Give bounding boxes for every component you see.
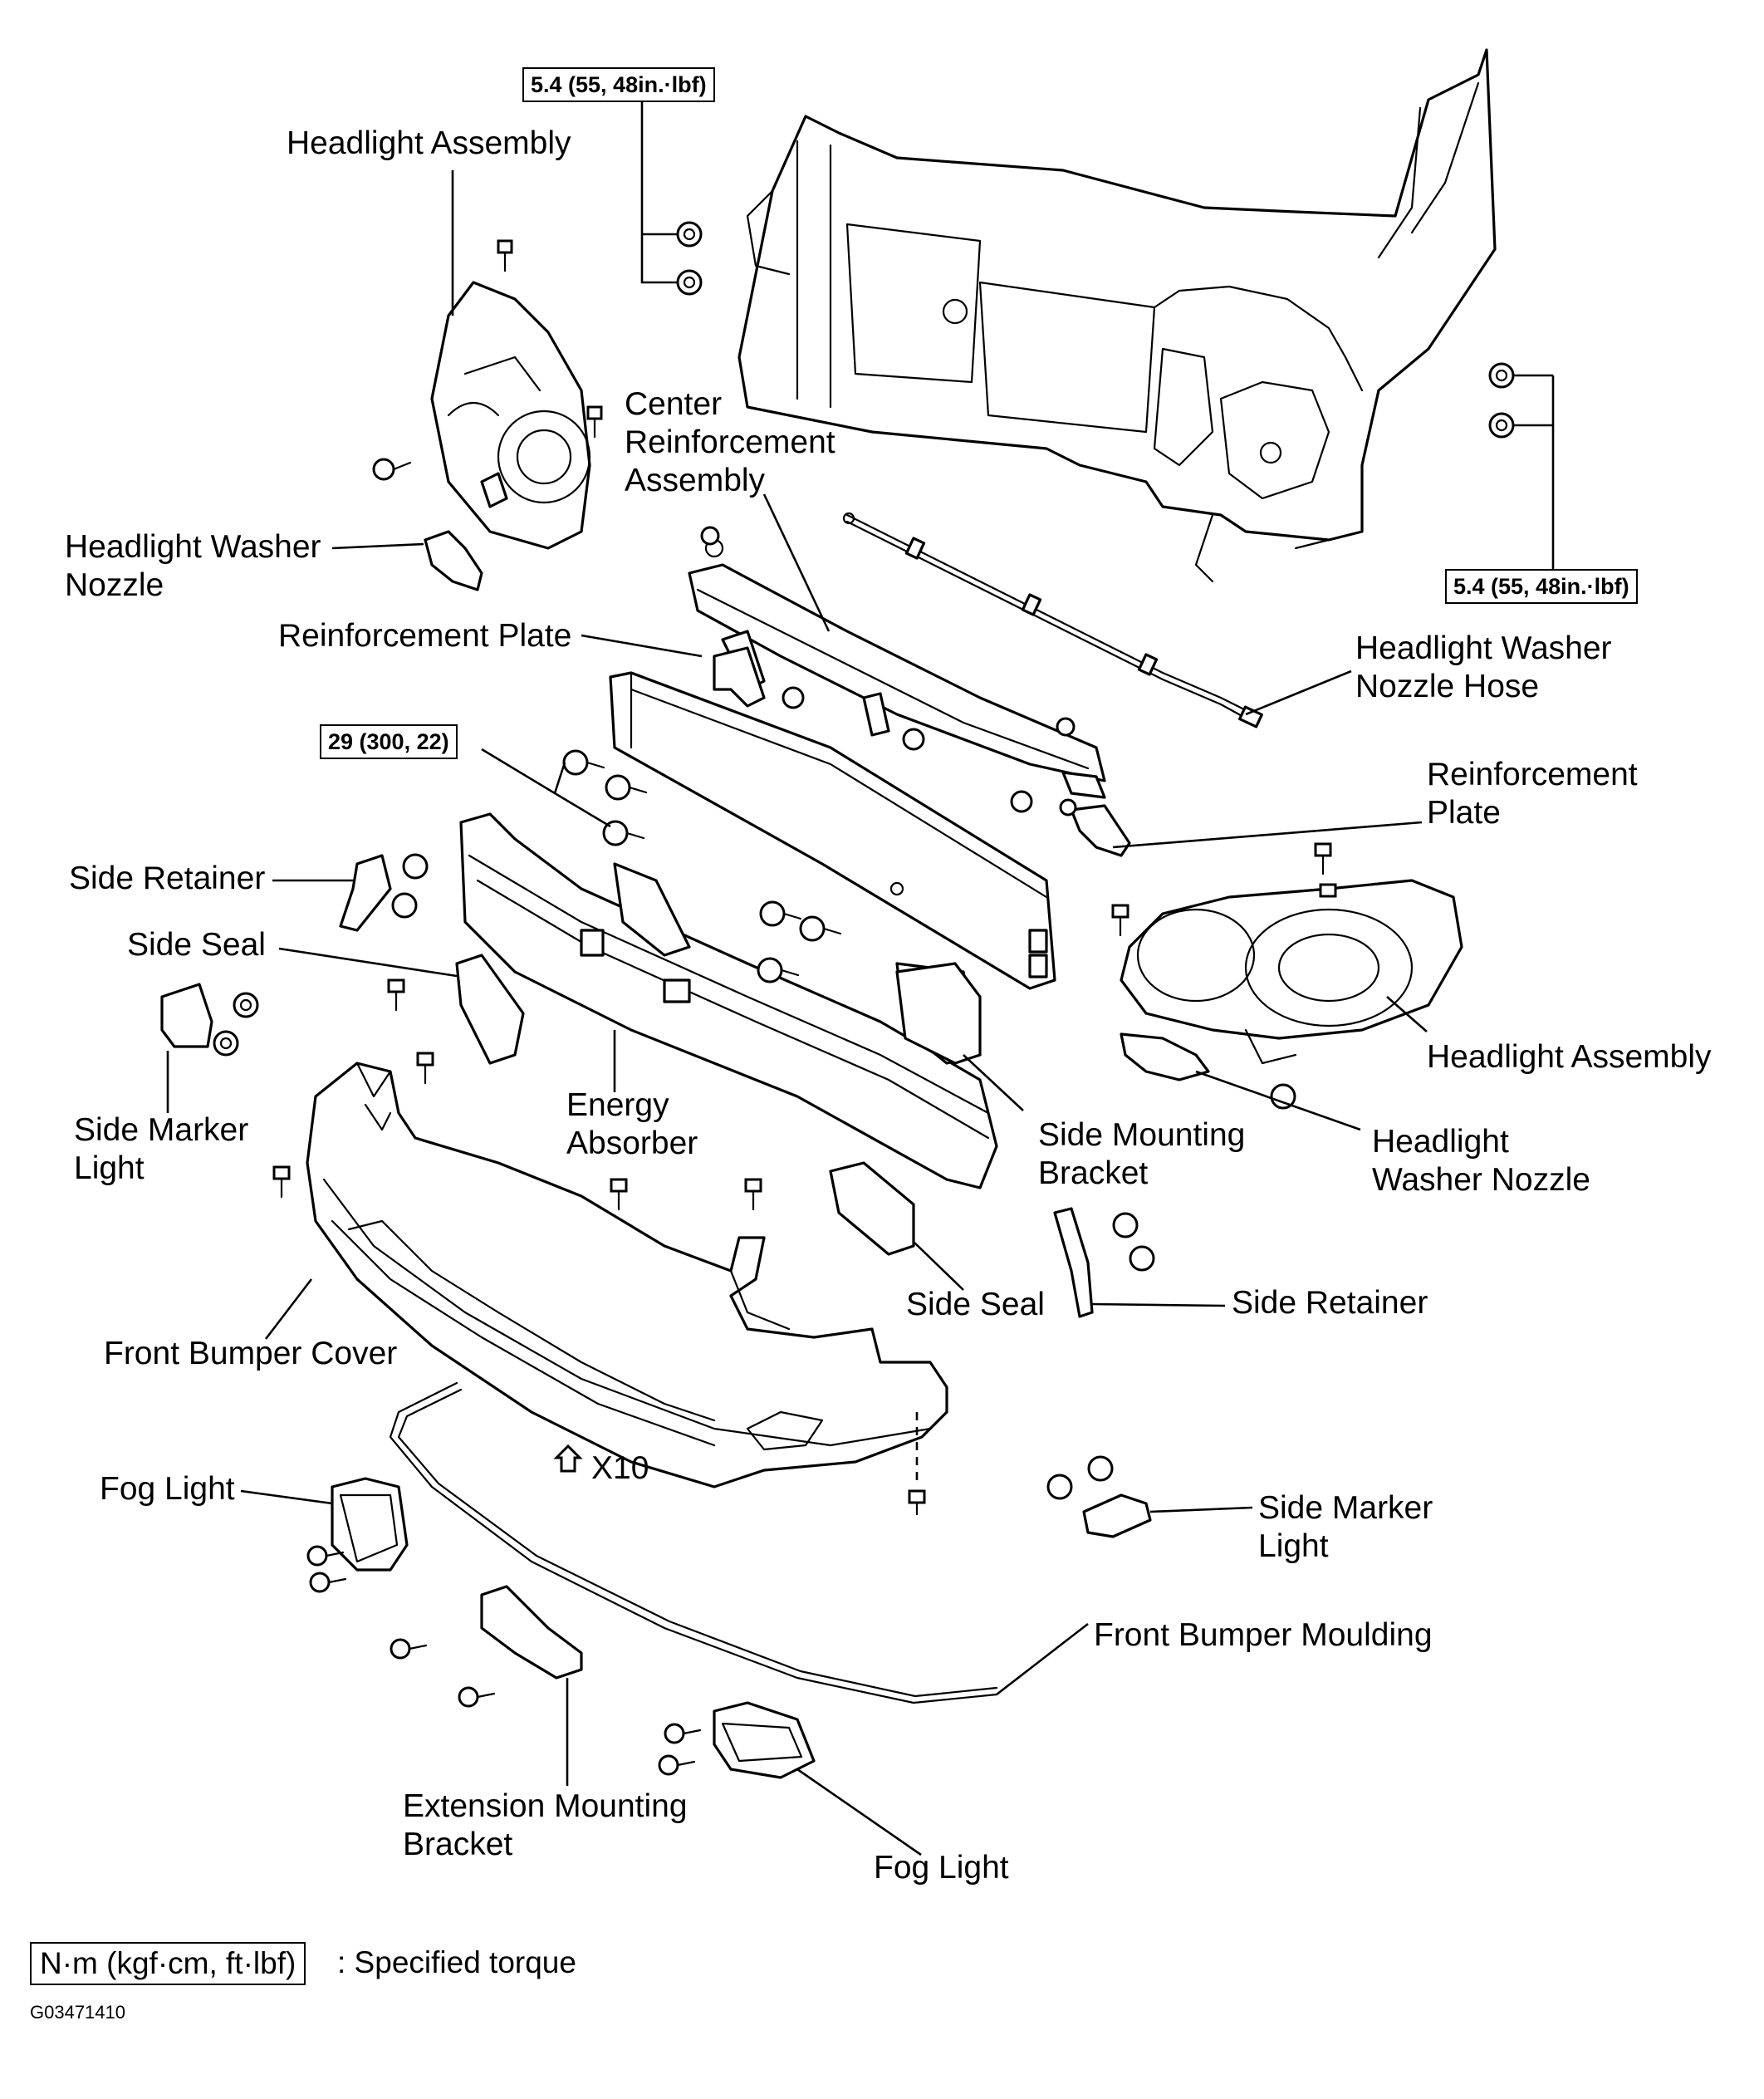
label-front-bumper-moulding: Front Bumper Moulding (1094, 1617, 1433, 1653)
label-headlight-assembly-right: Headlight Assembly (1427, 1039, 1712, 1075)
label-extension-mounting-bracket: Extension Mounting Bracket (403, 1788, 688, 1862)
legend-description: : Specified torque (337, 1945, 576, 1979)
label-side-seal-right: Side Seal (906, 1287, 1045, 1322)
label-reinforcement-plate-left: Reinforcement Plate (278, 618, 572, 654)
bolt (757, 957, 800, 983)
reinforcement-plate-left (713, 646, 766, 708)
bolt (272, 1165, 291, 1199)
bolt (387, 978, 405, 1012)
bolt (1111, 904, 1129, 937)
clip (391, 892, 418, 919)
label-side-retainer-right: Side Retainer (1232, 1285, 1428, 1321)
bolt (390, 1638, 428, 1660)
fastener-symbol (553, 1444, 583, 1473)
bolt (744, 1178, 762, 1211)
bolt (306, 1545, 345, 1567)
fasteners (213, 221, 1515, 1776)
clip (1112, 1212, 1139, 1238)
bolt (1056, 717, 1076, 737)
nut (1087, 1455, 1114, 1482)
label-energy-absorber: Energy Absorber (566, 1087, 698, 1161)
front-bumper-moulding (389, 1381, 998, 1704)
bolt (759, 900, 802, 927)
label-front-bumper-cover: Front Bumper Cover (104, 1336, 398, 1371)
bolt (586, 405, 603, 439)
clip (402, 853, 429, 880)
clip (1129, 1245, 1155, 1272)
bolt (700, 526, 720, 546)
bolt (610, 1178, 628, 1211)
label-headlight-washer-nozzle-left: Headlight Washer Nozzle (65, 529, 321, 603)
bolt (1059, 798, 1077, 817)
bolt (1010, 790, 1033, 813)
bolt (664, 1723, 702, 1744)
label-headlight-washer-nozzle-right: Headlight Washer Nozzle (1372, 1124, 1590, 1198)
nut (233, 992, 259, 1018)
nut (1046, 1474, 1073, 1500)
label-side-marker-light-right: Side Marker Light (1258, 1490, 1433, 1564)
bolt (908, 1489, 926, 1516)
legend-torque-unit-box: N·m (kgf·cm, ft·lbf) (30, 1942, 306, 1985)
label-side-marker-light-left: Side Marker Light (74, 1112, 249, 1186)
bolt (602, 820, 645, 846)
fog-light-left (331, 1477, 409, 1572)
bolt (309, 1572, 347, 1593)
bolt (799, 915, 842, 942)
bolt (782, 686, 805, 709)
bolt (1319, 883, 1337, 898)
label-fog-light-right: Fog Light (874, 1850, 1009, 1886)
torque-spec-box: 5.4 (55, 48in.·lbf) (522, 67, 715, 102)
headlight-assembly-right (1120, 879, 1463, 1065)
nut (1488, 412, 1515, 439)
side-seal-left (455, 954, 525, 1065)
side-retainer-left (339, 854, 392, 932)
fog-light-right (713, 1701, 816, 1779)
side-retainer-right (1053, 1207, 1094, 1318)
label-side-seal-left: Side Seal (127, 927, 266, 963)
side-mounting-bracket (895, 962, 982, 1065)
torque-spec-box: 5.4 (55, 48in.·lbf) (1445, 569, 1638, 604)
vehicle-body-structure (737, 48, 1497, 583)
figure-id: G03471410 (30, 2002, 125, 2023)
label-reinforcement-plate-right: Reinforcement Plate (1427, 757, 1638, 831)
front-bumper-cover (306, 1062, 948, 1488)
label-fastener-count: X10 (591, 1450, 649, 1486)
bolt (902, 728, 925, 751)
bolt (497, 239, 513, 272)
label-headlight-assembly-left: Headlight Assembly (287, 125, 571, 161)
leader-lines (166, 100, 1555, 1856)
bolt (416, 1052, 434, 1085)
extension-mounting-bracket (480, 1585, 583, 1680)
bolt (562, 749, 605, 776)
reinforcement-plate-right (1070, 804, 1131, 857)
label-fog-light-left: Fog Light (100, 1471, 235, 1507)
nut (213, 1030, 239, 1057)
side-marker-light-left (160, 983, 213, 1048)
torque-spec-box: 29 (300, 22) (320, 724, 458, 759)
washer-nozzle-hose (842, 512, 1263, 728)
bolt (1270, 1083, 1296, 1110)
bolt (605, 774, 648, 801)
bolt (458, 1686, 496, 1708)
nut (1488, 362, 1515, 389)
side-marker-light-right (1082, 1493, 1152, 1538)
headlight-washer-nozzle-left (424, 530, 483, 591)
side-seal-right (829, 1161, 915, 1256)
headlight-assembly-left (430, 281, 591, 550)
label-side-mounting-bracket: Side Mounting Bracket (1038, 1117, 1246, 1191)
bumper-reinforcement-beam (609, 671, 1056, 990)
label-center-reinforcement-assembly: Center Reinforcement Assembly (625, 386, 835, 498)
nut (676, 269, 703, 296)
label-headlight-washer-nozzle-hose: Headlight Washer Nozzle Hose (1355, 630, 1612, 704)
bolt (658, 1754, 696, 1776)
bolt (372, 458, 412, 481)
bolt (1314, 842, 1332, 875)
nut (676, 221, 703, 248)
label-side-retainer-left: Side Retainer (69, 861, 266, 896)
headlight-washer-nozzle-right (1120, 1032, 1210, 1081)
